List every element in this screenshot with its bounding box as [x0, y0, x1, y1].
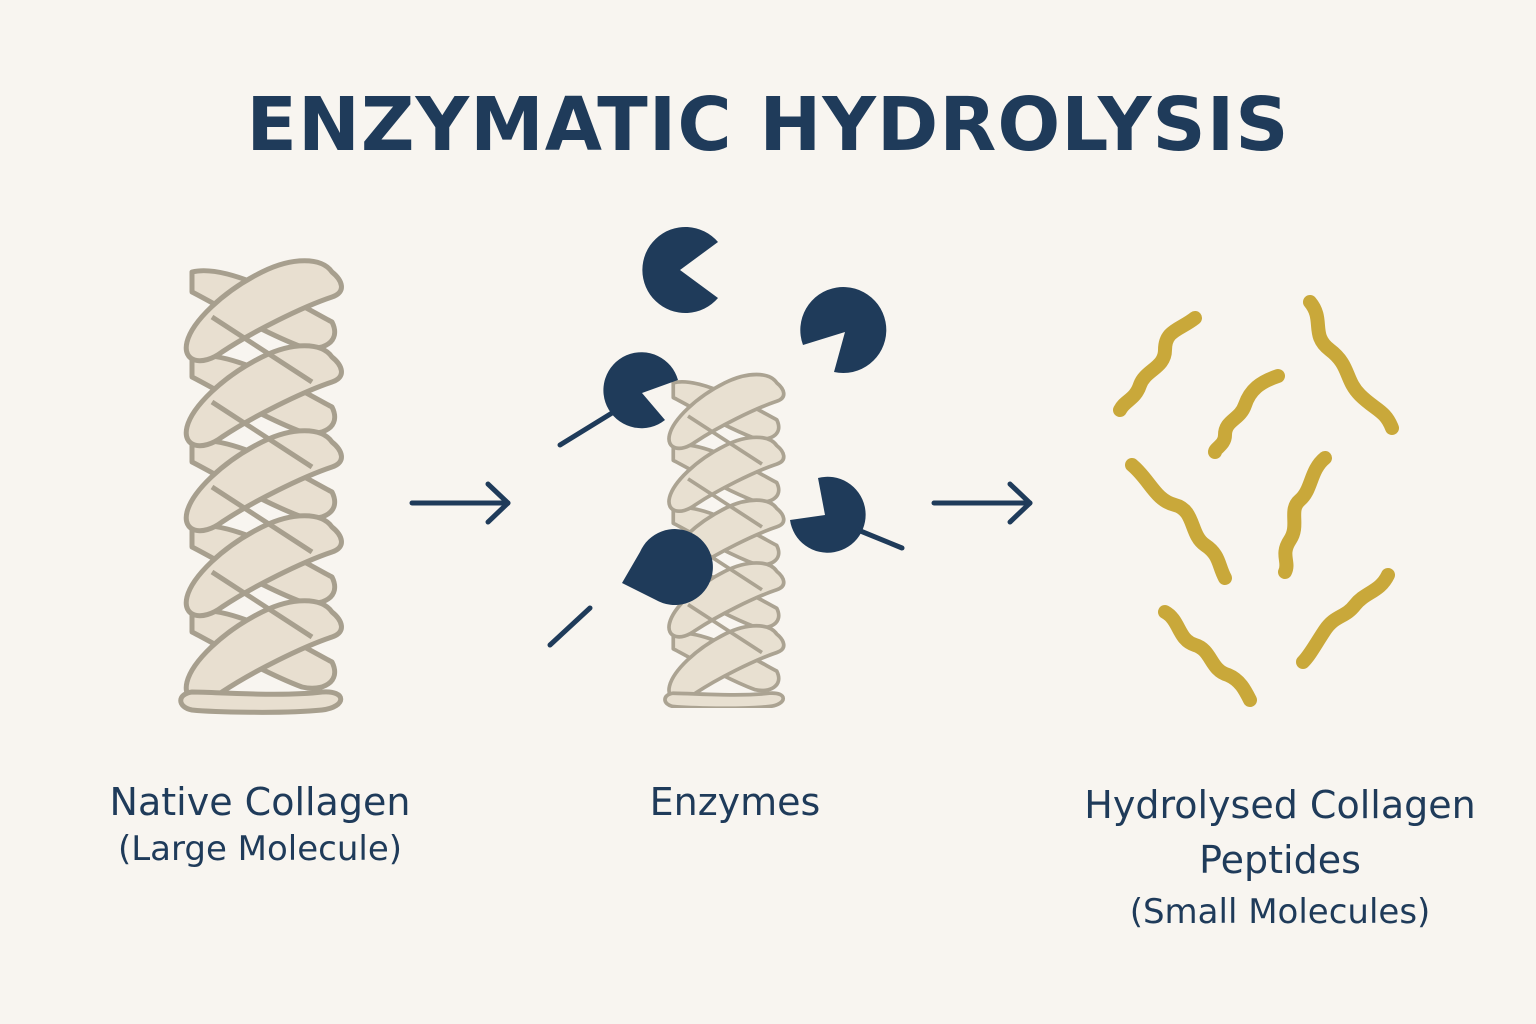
- enzyme-icon: [790, 476, 905, 553]
- enzymes-label: Enzymes: [535, 778, 935, 827]
- enzyme-icon: [800, 287, 887, 374]
- stage-detail: (Small Molecules): [1129, 892, 1431, 933]
- stage-detail: (Large Molecule): [117, 829, 403, 870]
- arrow-right-icon: [931, 481, 1033, 525]
- peptide-fragment-icon: [1278, 451, 1332, 579]
- enzyme-icon: [557, 352, 678, 448]
- stage-name: Native Collagen: [109, 780, 411, 824]
- enzyme-group: [547, 227, 905, 648]
- peptide-fragment-icon: [1208, 369, 1285, 459]
- enzyme-icon: [642, 227, 718, 313]
- diagram-title: ENZYMATIC HYDROLYSIS: [246, 82, 1290, 168]
- peptide-fragments: [1113, 295, 1399, 707]
- peptide-fragment-icon: [1303, 295, 1399, 435]
- native-collagen-label: Native Collagen (Large Molecule): [30, 778, 490, 872]
- peptide-fragment-icon: [1125, 458, 1232, 585]
- stage-name: Enzymes: [649, 780, 821, 824]
- enzyme-icon: [547, 529, 713, 648]
- native-collagen-helix: [181, 261, 342, 713]
- peptide-fragment-icon: [1113, 311, 1202, 417]
- arrow-right-icon: [409, 481, 511, 525]
- peptide-fragment-icon: [1158, 605, 1257, 707]
- peptide-fragment-icon: [1296, 568, 1395, 669]
